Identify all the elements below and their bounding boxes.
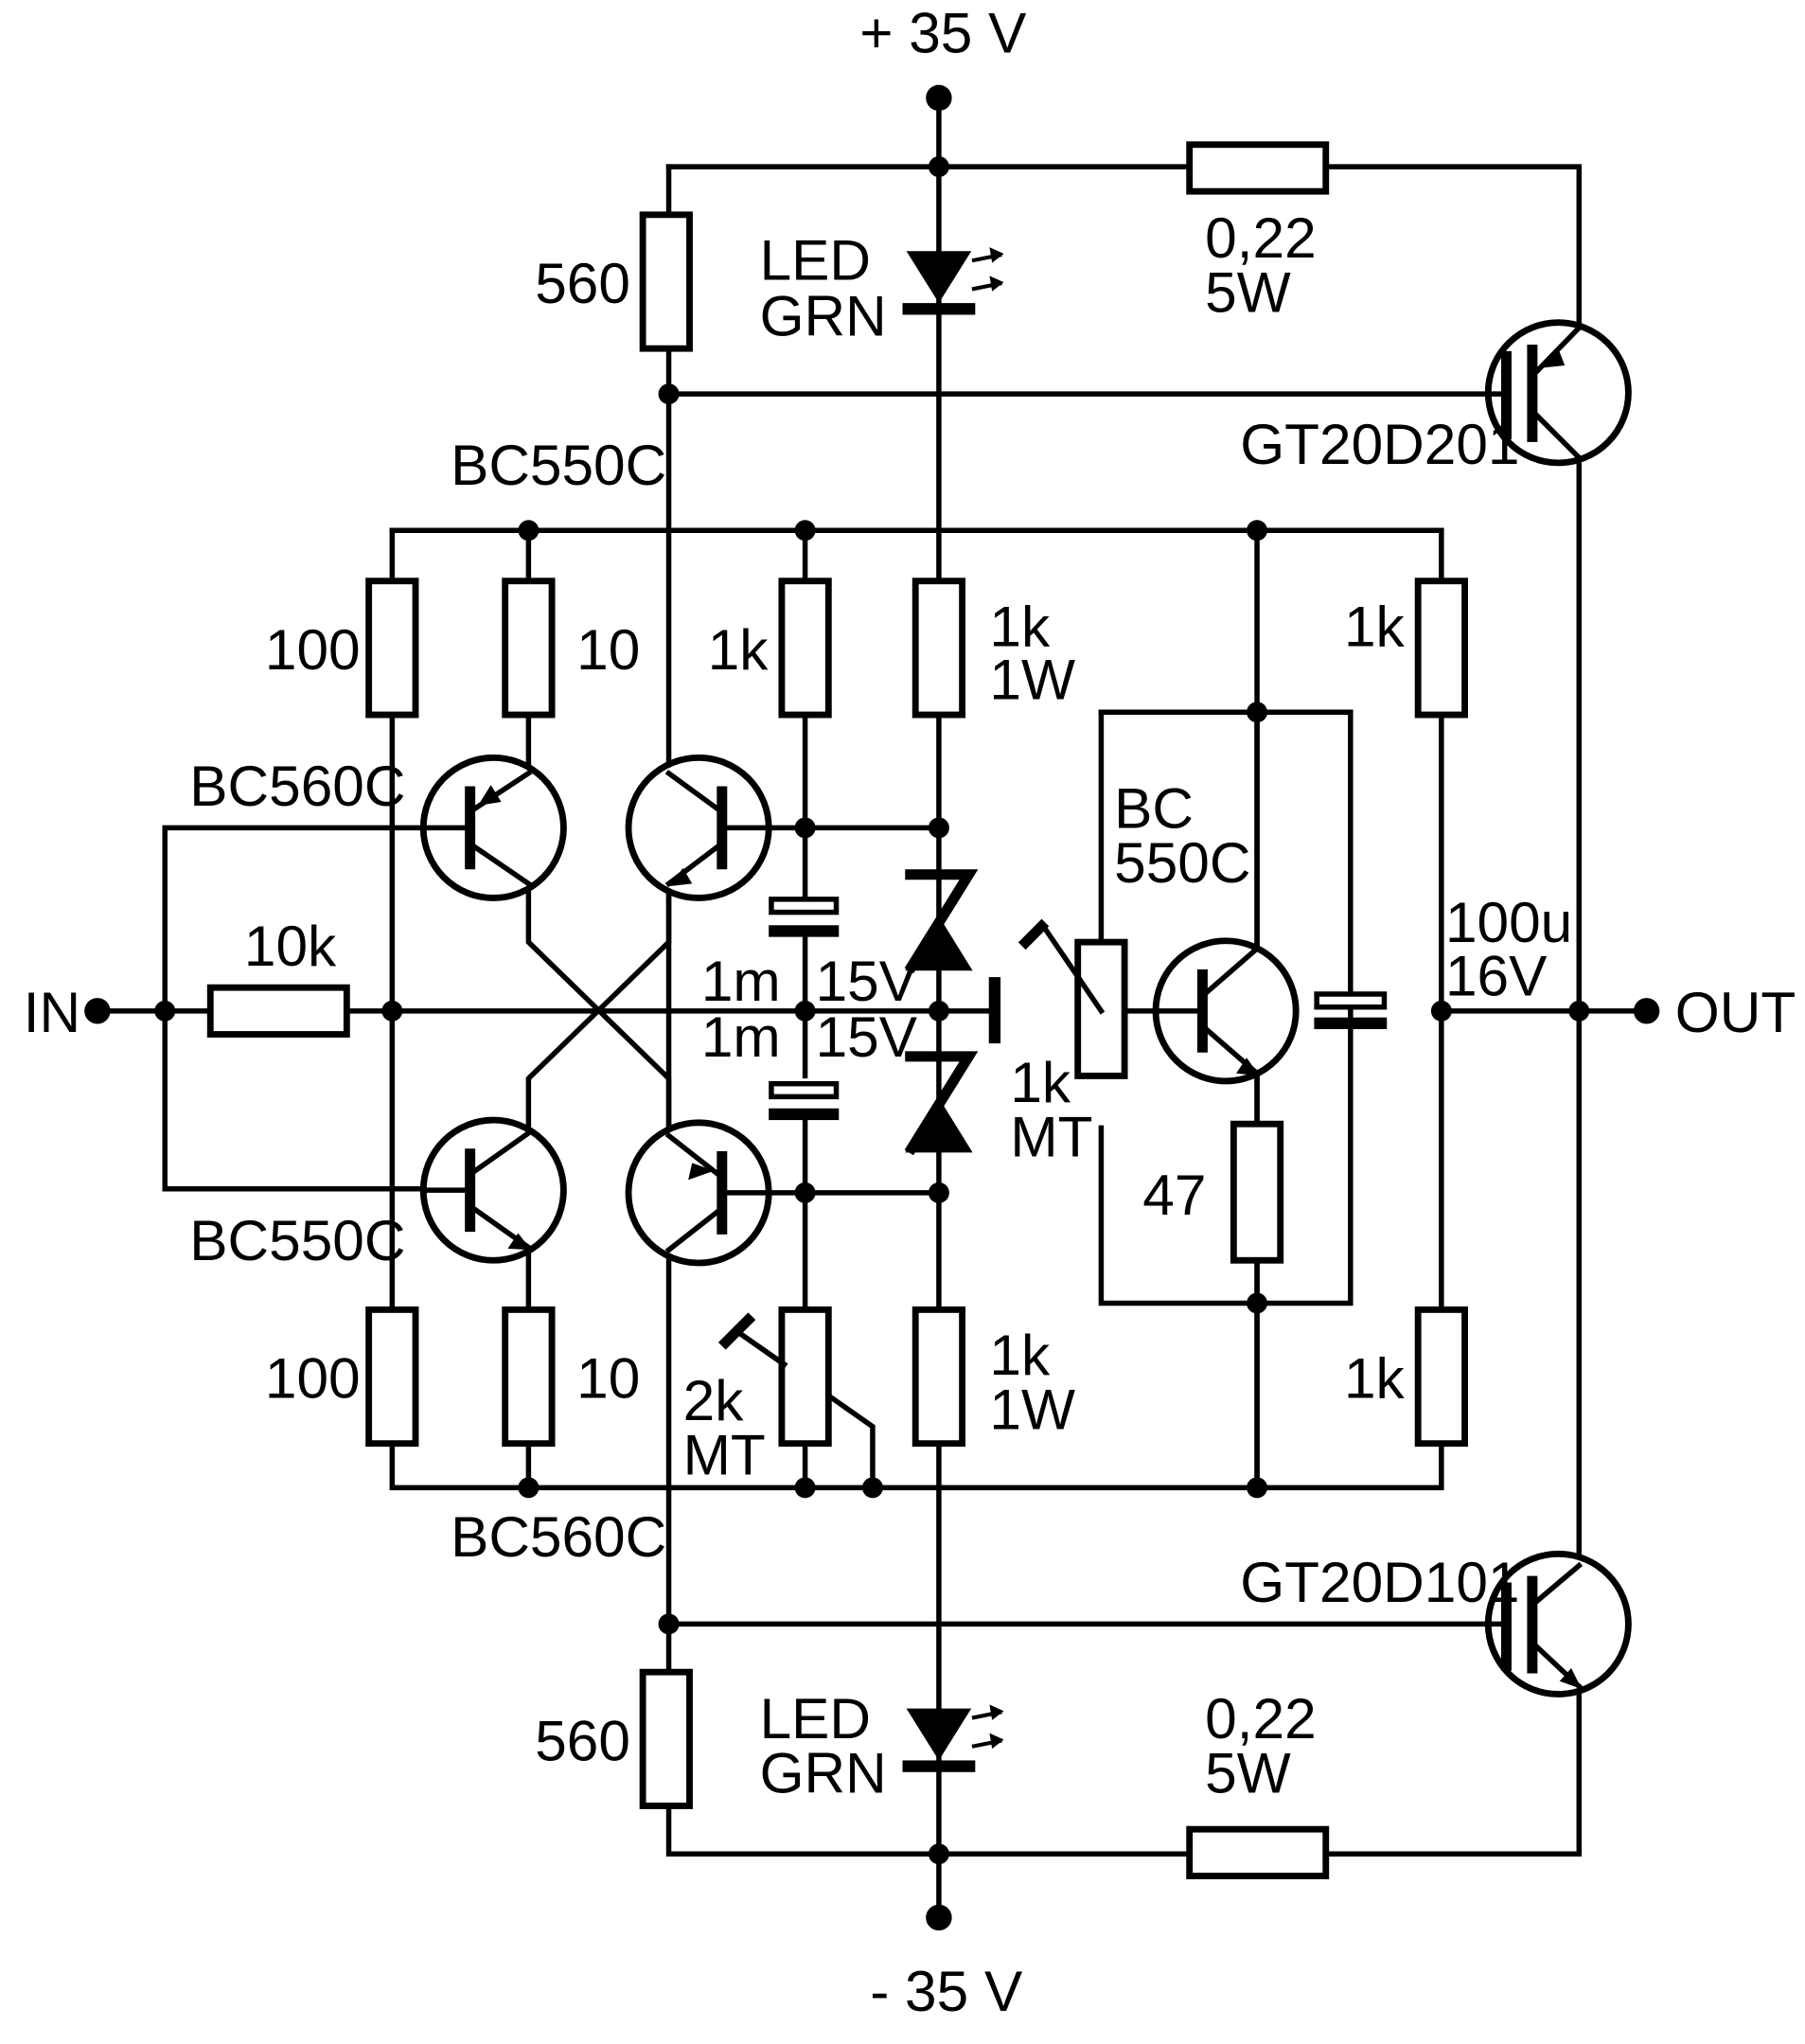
resistor-47 bbox=[1230, 1120, 1284, 1264]
resistor-0r22-bottom bbox=[1186, 1825, 1330, 1879]
resistor-0r22-top bbox=[1186, 141, 1330, 195]
transistor-bc550c-left bbox=[419, 1116, 567, 1264]
label-igbt-bot: GT20D101 bbox=[1240, 1550, 1519, 1614]
resistor-1k-right-top bbox=[1414, 578, 1468, 719]
label-q-bc550c-top: BC550C bbox=[451, 433, 666, 497]
resistor-100-top bbox=[365, 578, 419, 719]
label-r-100-top: 100 bbox=[265, 617, 361, 682]
junction-dots bbox=[84, 84, 1660, 1931]
label-led-bot-2: GRN bbox=[760, 1741, 887, 1805]
transistor-bc550c-top bbox=[625, 754, 772, 901]
label-r-shunt-bot-val: 0,22 bbox=[1205, 1686, 1316, 1751]
label-r-shunt-bot-pow: 5W bbox=[1205, 1741, 1291, 1805]
label-pot-2k-2: MT bbox=[683, 1423, 766, 1487]
resistors bbox=[206, 141, 1468, 1879]
resistor-10-top bbox=[502, 578, 556, 719]
label-pot-1k-2: MT bbox=[1010, 1104, 1092, 1168]
resistor-1k-top bbox=[778, 578, 832, 719]
label-c-100u-1: 100u bbox=[1445, 890, 1572, 954]
label-r-10k: 10k bbox=[244, 914, 337, 978]
label-r-1k1w-top-1: 1k bbox=[989, 594, 1051, 658]
label-r-1k1w-top-2: 1W bbox=[989, 648, 1075, 712]
label-z-15v-top: 15V bbox=[816, 949, 917, 1013]
label-led-bot-1: LED bbox=[760, 1686, 871, 1751]
label-pot-2k-1: 2k bbox=[683, 1368, 745, 1432]
diodes bbox=[902, 247, 1004, 1772]
label-r-560-top: 560 bbox=[535, 251, 630, 315]
resistor-560-top bbox=[639, 211, 693, 352]
trimmer-wipers bbox=[717, 918, 1106, 1368]
label-r-1k1w-bot-2: 1W bbox=[989, 1377, 1075, 1442]
label-r-shunt-top-pow: 5W bbox=[1205, 260, 1291, 325]
label-r-shunt-top-val: 0,22 bbox=[1205, 205, 1316, 270]
labels: + 35 V - 35 V IN OUT 0,22 5W 0,22 5W 560… bbox=[24, 0, 1796, 2023]
igbt-gt20d101 bbox=[1484, 1550, 1632, 1697]
resistor-1k-1w-bottom bbox=[911, 1306, 966, 1448]
label-q-bc550c-mid-2: 550C bbox=[1114, 830, 1250, 895]
label-c-100u-2: 16V bbox=[1445, 943, 1547, 1007]
label-r-10-top: 10 bbox=[576, 617, 640, 682]
label-q-bc550c-mid-1: BC bbox=[1114, 775, 1194, 840]
label-r-560-bot: 560 bbox=[535, 1708, 630, 1772]
label-input: IN bbox=[24, 980, 80, 1044]
transistors bbox=[419, 319, 1632, 1697]
label-r-1k-right-top: 1k bbox=[1344, 594, 1406, 658]
label-led-top-2: GRN bbox=[760, 283, 887, 347]
led-green-top bbox=[902, 247, 1004, 315]
label-q-bc550c-left: BC550C bbox=[189, 1208, 405, 1272]
capacitor-100u bbox=[1314, 991, 1388, 1030]
label-r-47: 47 bbox=[1142, 1163, 1206, 1227]
label-pot-1k-1: 1k bbox=[1010, 1050, 1071, 1114]
label-vpos: + 35 V bbox=[859, 0, 1026, 64]
label-q-bc560c-bot: BC560C bbox=[451, 1504, 666, 1569]
label-c-1m-bot: 1m bbox=[701, 1004, 781, 1069]
transistor-bc550c-vbe bbox=[1152, 937, 1300, 1085]
capacitors bbox=[769, 897, 1388, 1121]
resistor-2k-trimmer bbox=[778, 1306, 832, 1448]
label-z-15v-bot: 15V bbox=[816, 1004, 917, 1069]
label-vneg: - 35 V bbox=[870, 1959, 1022, 2023]
capacitor-1m-top bbox=[769, 897, 840, 937]
label-igbt-top: GT20D201 bbox=[1240, 412, 1519, 476]
zener-15v-bottom bbox=[904, 1051, 979, 1156]
label-r-100-bot: 100 bbox=[265, 1346, 361, 1411]
capacitor-1m-bottom bbox=[769, 1080, 840, 1121]
resistor-560-bottom bbox=[639, 1668, 693, 1809]
resistor-1k-1w-top bbox=[911, 578, 966, 719]
resistor-10-bottom bbox=[502, 1306, 556, 1448]
zener-15v-top bbox=[904, 869, 979, 974]
label-output: OUT bbox=[1675, 980, 1796, 1044]
transistor-bc560c-left bbox=[419, 754, 567, 901]
resistor-10k-input bbox=[206, 984, 350, 1038]
igbt-gt20d201 bbox=[1484, 319, 1632, 467]
transistor-bc560c-bottom bbox=[625, 1119, 772, 1267]
label-r-1k1w-bot-1: 1k bbox=[989, 1323, 1051, 1387]
label-led-top-1: LED bbox=[760, 227, 871, 292]
resistor-1k-right-bottom bbox=[1414, 1306, 1468, 1448]
led-green-bottom bbox=[902, 1704, 1004, 1772]
label-c-1m-top: 1m bbox=[701, 949, 781, 1013]
label-r-1k-right-bot: 1k bbox=[1344, 1346, 1406, 1411]
label-r-10-bot: 10 bbox=[576, 1346, 640, 1411]
label-r-1k-top: 1k bbox=[708, 617, 770, 682]
resistor-100-bottom bbox=[365, 1306, 419, 1448]
label-q-bc560c-left: BC560C bbox=[189, 754, 405, 818]
